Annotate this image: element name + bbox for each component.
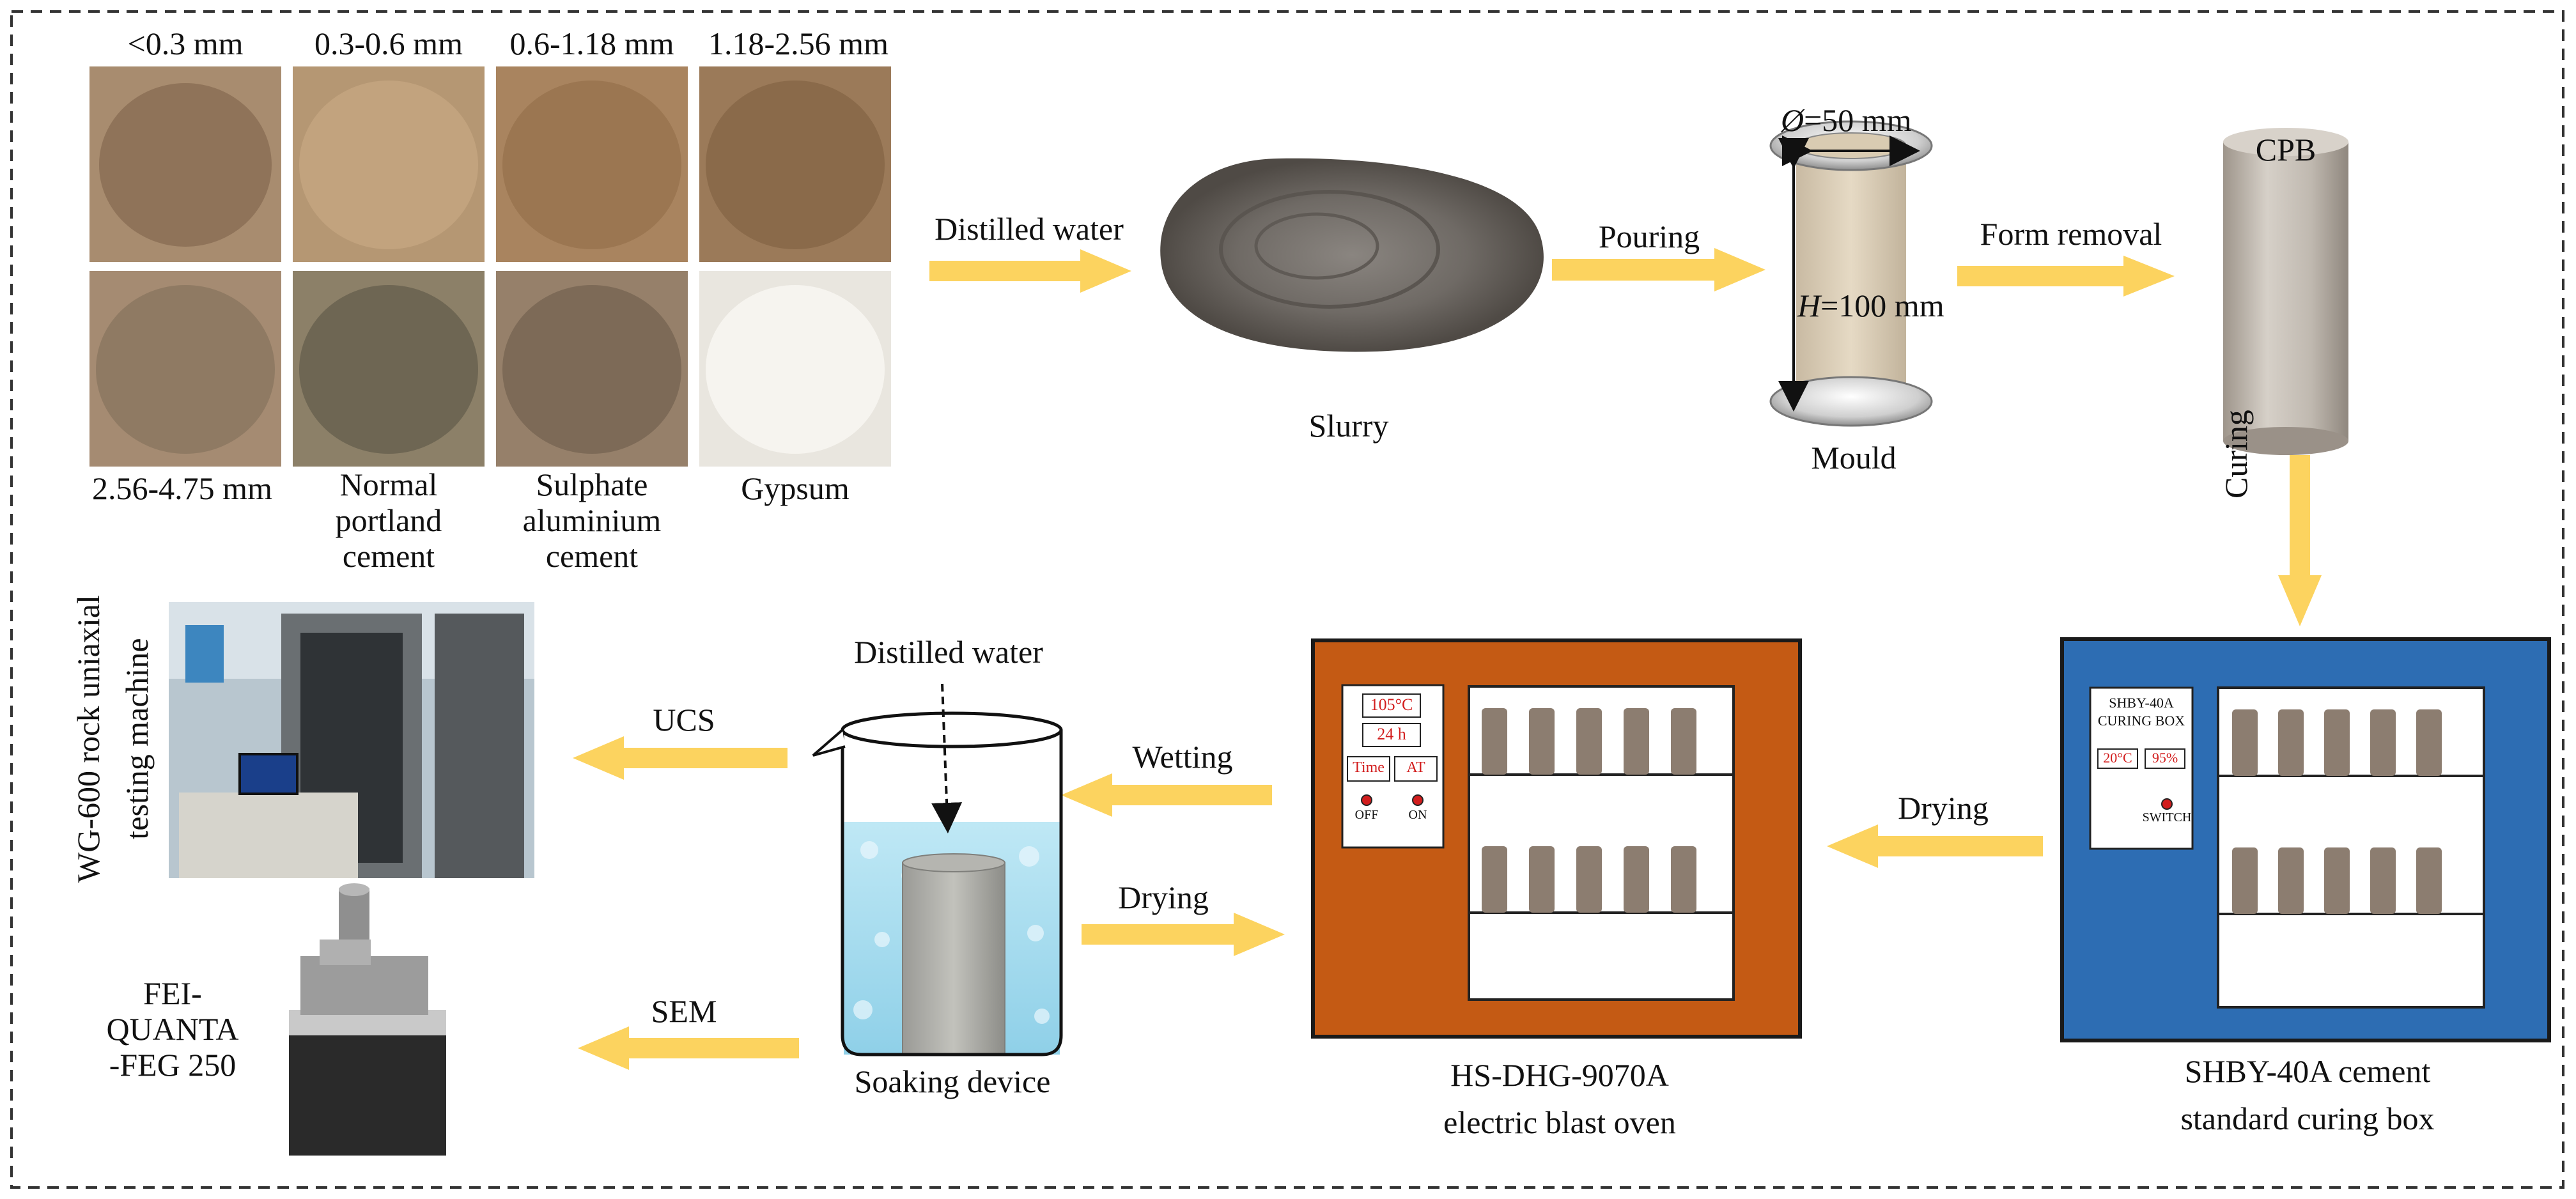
mould-label: Mould xyxy=(1811,440,1897,476)
blast-oven xyxy=(1311,638,1802,1039)
diameter-value: =50 mm xyxy=(1804,102,1912,138)
slurry-label: Slurry xyxy=(1308,408,1389,444)
cpb-label: CPB xyxy=(2255,132,2316,167)
testing-machine-photo xyxy=(169,602,534,878)
curing-chamber xyxy=(2217,686,2485,1009)
arrow-drying-right xyxy=(1827,824,2043,868)
curing-panel-title-2: CURING BOX xyxy=(2097,713,2185,729)
step-drying-right: Drying xyxy=(1898,790,1989,826)
material-label-6: Normal portland cement xyxy=(335,467,442,574)
material-label-5: 2.56-4.75 mm xyxy=(92,470,272,506)
material-label-1: <0.3 mm xyxy=(127,26,244,61)
oven-caption-1: HS-DHG-9070A xyxy=(1450,1057,1669,1093)
water-pour-arrow xyxy=(931,683,963,833)
step-ucs: UCS xyxy=(653,702,715,738)
testing-machine-label-2: testing machine xyxy=(119,638,155,840)
material-label-4: 1.18-2.56 mm xyxy=(708,26,888,61)
oven-on-label: ON xyxy=(1408,808,1427,822)
material-label-3: 0.6-1.18 mm xyxy=(509,26,674,61)
curing-box-caption-1: SHBY-40A cement xyxy=(2184,1053,2431,1089)
testing-machine-label-1: WG-600 rock uniaxial xyxy=(70,595,106,883)
curing-box-caption-2: standard curing box xyxy=(2180,1101,2435,1136)
step-form-removal: Form removal xyxy=(1980,216,2162,252)
curing-box xyxy=(2060,637,2551,1042)
height-value: =100 mm xyxy=(1820,288,1944,323)
step-wetting: Wetting xyxy=(1132,739,1233,775)
arrow-distilled-water xyxy=(929,249,1131,293)
material-label-7: Sulphate aluminium cement xyxy=(522,467,662,574)
curing-humidity-display: 95% xyxy=(2152,750,2178,766)
arrow-ucs xyxy=(573,736,788,780)
height-symbol: H xyxy=(1797,288,1821,323)
oven-specimens xyxy=(1482,708,1696,913)
dashed-frame xyxy=(10,10,2564,1189)
arrow-wetting xyxy=(1061,773,1272,817)
oven-at-button: AT xyxy=(1406,759,1425,776)
mould-height-label: H=100 mm xyxy=(1797,288,1944,323)
arrow-drying-mid xyxy=(1082,913,1285,956)
curing-temp-display: 20°C xyxy=(2103,750,2132,766)
material-label-8: Gypsum xyxy=(741,470,850,506)
cpb-specimen-image xyxy=(2223,128,2348,455)
soaking-device-label: Soaking device xyxy=(854,1064,1051,1099)
oven-time-display: 24 h xyxy=(1377,725,1406,743)
material-label-2: 0.3-0.6 mm xyxy=(314,26,463,61)
sem-photo xyxy=(289,883,446,1156)
material-photos-grid xyxy=(89,66,891,467)
curing-panel-title-1: SHBY-40A xyxy=(2109,695,2174,711)
arrow-sem xyxy=(578,1026,799,1070)
diameter-symbol: Ø xyxy=(1781,102,1804,138)
step-distilled-water: Distilled water xyxy=(935,211,1124,247)
step-sem: SEM xyxy=(651,993,717,1029)
step-drying-mid: Drying xyxy=(1118,879,1209,915)
soaking-device xyxy=(812,683,1063,1056)
arrow-curing xyxy=(2278,455,2322,626)
curing-specimens xyxy=(2232,709,2442,914)
step-pouring: Pouring xyxy=(1598,219,1700,254)
curing-switch-label: SWITCH xyxy=(2142,810,2192,824)
mould-image xyxy=(1769,120,1933,427)
sem-label: FEI- QUANTA -FEG 250 xyxy=(106,975,239,1083)
flow-arrows xyxy=(573,248,2322,1070)
mould-diameter-label: Ø=50 mm xyxy=(1781,102,1912,138)
slurry-image xyxy=(1160,158,1544,352)
step-curing: Curing xyxy=(2218,410,2254,499)
arrow-form-removal xyxy=(1957,256,2175,297)
arrow-pouring xyxy=(1552,248,1765,291)
oven-time-button: Time xyxy=(1353,759,1385,776)
oven-caption-2: electric blast oven xyxy=(1443,1104,1676,1140)
soak-water-label: Distilled water xyxy=(854,634,1043,670)
oven-off-label: OFF xyxy=(1354,808,1379,822)
oven-temp-display: 105°C xyxy=(1370,695,1413,714)
